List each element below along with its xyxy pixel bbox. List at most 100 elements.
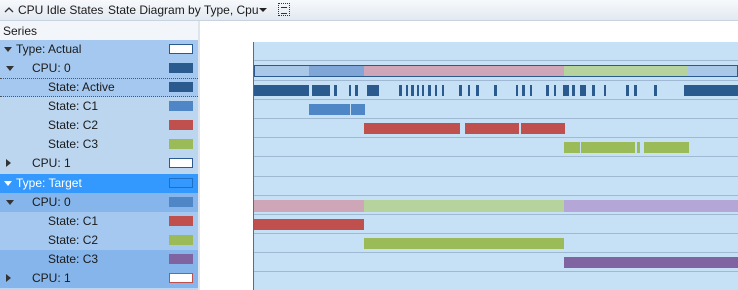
row-gridline [254, 176, 738, 177]
collapse-icon[interactable] [3, 4, 15, 16]
active-segment[interactable] [592, 85, 595, 96]
expand-arrow-icon[interactable] [6, 66, 14, 71]
series-color-swatch [169, 273, 193, 283]
target-c1-segment[interactable] [254, 219, 364, 230]
series-color-swatch [169, 158, 193, 168]
tree-row-type-target[interactable]: Type: Target [0, 174, 198, 193]
tree-row-state-c2[interactable]: State: C2 [0, 116, 198, 135]
tree-row-type-actual[interactable]: Type: Actual [0, 40, 198, 59]
tree-row-cpu-0[interactable]: CPU: 0 [0, 59, 198, 78]
series-label: CPU: 0 [32, 61, 71, 75]
view-preset-dropdown[interactable]: State Diagram by Type, Cpu [108, 3, 259, 17]
series-column-header[interactable]: Series [0, 21, 198, 41]
series-tree: Type: Actual CPU: 0 State: Active State:… [0, 40, 198, 290]
active-segment[interactable] [563, 85, 569, 96]
tree-row-state-c1[interactable]: State: C1 [0, 97, 198, 116]
active-segment[interactable] [355, 85, 358, 96]
target-summary-c2-band[interactable] [364, 200, 564, 212]
chevron-down-icon[interactable] [259, 8, 267, 12]
active-segment[interactable] [626, 85, 629, 96]
series-label: Type: Actual [16, 42, 82, 56]
active-segment[interactable] [349, 85, 351, 96]
c2-segment[interactable] [364, 123, 460, 134]
c1-segment[interactable] [309, 104, 350, 115]
summary-c3-band[interactable] [564, 66, 688, 76]
tree-row-cpu-1[interactable]: CPU: 1 [0, 269, 198, 288]
summary-c2-band[interactable] [364, 66, 564, 76]
expand-arrow-icon[interactable] [4, 181, 12, 186]
active-segment[interactable] [367, 85, 379, 96]
c3-segment[interactable] [581, 142, 635, 153]
expand-arrow-icon[interactable] [4, 47, 12, 52]
active-segment[interactable] [516, 85, 518, 96]
active-segment[interactable] [422, 85, 424, 96]
active-segment[interactable] [334, 85, 337, 96]
row-gridline [254, 99, 738, 100]
active-segment[interactable] [522, 85, 525, 96]
c2-segment[interactable] [521, 123, 565, 134]
tree-row-cpu-0[interactable]: CPU: 0 [0, 193, 198, 212]
target-c2-segment[interactable] [364, 238, 564, 249]
c2-segment[interactable] [465, 123, 519, 134]
active-segment[interactable] [428, 85, 431, 96]
tree-row-state-c1[interactable]: State: C1 [0, 212, 198, 231]
active-segment[interactable] [459, 85, 462, 96]
active-segment[interactable] [554, 85, 556, 96]
row-gridline [254, 156, 738, 157]
row-gridline [254, 60, 738, 61]
series-label: State: C3 [48, 137, 99, 151]
series-label: State: C3 [48, 252, 99, 266]
tree-row-state-c3[interactable]: State: C3 [0, 135, 198, 154]
active-segment[interactable] [417, 85, 419, 96]
tree-row-cpu-1[interactable]: CPU: 1 [0, 154, 198, 173]
state-diagram-graph[interactable] [254, 42, 738, 290]
series-color-swatch [169, 178, 193, 188]
series-color-swatch [169, 82, 193, 92]
active-segment[interactable] [468, 85, 470, 96]
active-segment[interactable] [580, 85, 586, 96]
active-segment[interactable] [399, 85, 402, 96]
focus-dotted-border [0, 78, 198, 79]
active-segment[interactable] [654, 85, 657, 96]
active-segment[interactable] [494, 85, 497, 96]
panel-splitter[interactable] [198, 21, 200, 290]
c3-segment[interactable] [564, 142, 580, 153]
c3-segment[interactable] [644, 142, 689, 153]
active-segment[interactable] [476, 85, 479, 96]
active-segment[interactable] [572, 85, 575, 96]
active-segment[interactable] [442, 85, 444, 96]
active-segment[interactable] [546, 85, 549, 96]
series-label: Type: Target [16, 176, 82, 190]
configure-view-icon[interactable] [278, 3, 290, 16]
series-label: CPU: 0 [32, 195, 71, 209]
row-gridline [254, 271, 738, 272]
active-segment[interactable] [254, 85, 309, 96]
target-summary-c3-band[interactable] [564, 200, 738, 212]
tree-row-state-c2[interactable]: State: C2 [0, 231, 198, 250]
summary-c1-band[interactable] [309, 66, 365, 76]
tree-row-state-active[interactable]: State: Active [0, 78, 198, 97]
target-c3-segment[interactable] [564, 257, 738, 268]
expand-arrow-icon[interactable] [6, 200, 14, 205]
series-color-swatch [169, 120, 193, 130]
active-segment[interactable] [411, 85, 414, 96]
c3-segment[interactable] [637, 142, 640, 153]
expand-arrow-icon[interactable] [6, 159, 11, 167]
active-segment[interactable] [530, 85, 532, 96]
target-summary-c1-band[interactable] [254, 200, 364, 212]
expand-arrow-icon[interactable] [6, 274, 11, 282]
row-gridline [254, 195, 738, 196]
c1-segment[interactable] [351, 104, 365, 115]
series-color-swatch [169, 254, 193, 264]
active-segment[interactable] [312, 85, 330, 96]
active-segment[interactable] [634, 85, 637, 96]
active-segment[interactable] [406, 85, 408, 96]
active-segment[interactable] [435, 85, 437, 96]
active-segment[interactable] [684, 85, 738, 96]
series-color-swatch [169, 216, 193, 226]
row-gridline [254, 137, 738, 138]
series-label: State: C2 [48, 118, 99, 132]
series-header-label: Series [3, 24, 38, 38]
active-segment[interactable] [604, 85, 606, 96]
tree-row-state-c3[interactable]: State: C3 [0, 250, 198, 269]
